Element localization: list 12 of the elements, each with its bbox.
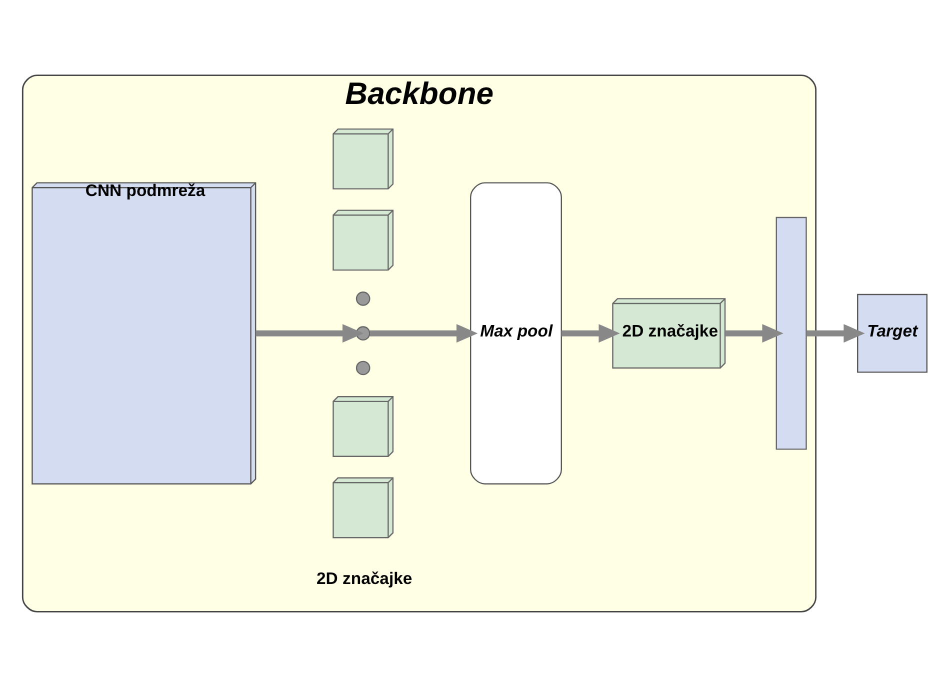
node-circle (356, 326, 370, 340)
node-box: Target (857, 293, 928, 372)
node-circle (356, 291, 370, 306)
label: 2D značajke (316, 568, 412, 588)
arrow (806, 324, 865, 342)
arrow (256, 324, 364, 342)
node-circle (356, 360, 370, 375)
arrow (370, 324, 478, 342)
node-bar (776, 216, 807, 450)
arrow (725, 324, 784, 342)
node-box: Max pool (470, 182, 562, 484)
arrow (562, 324, 620, 342)
